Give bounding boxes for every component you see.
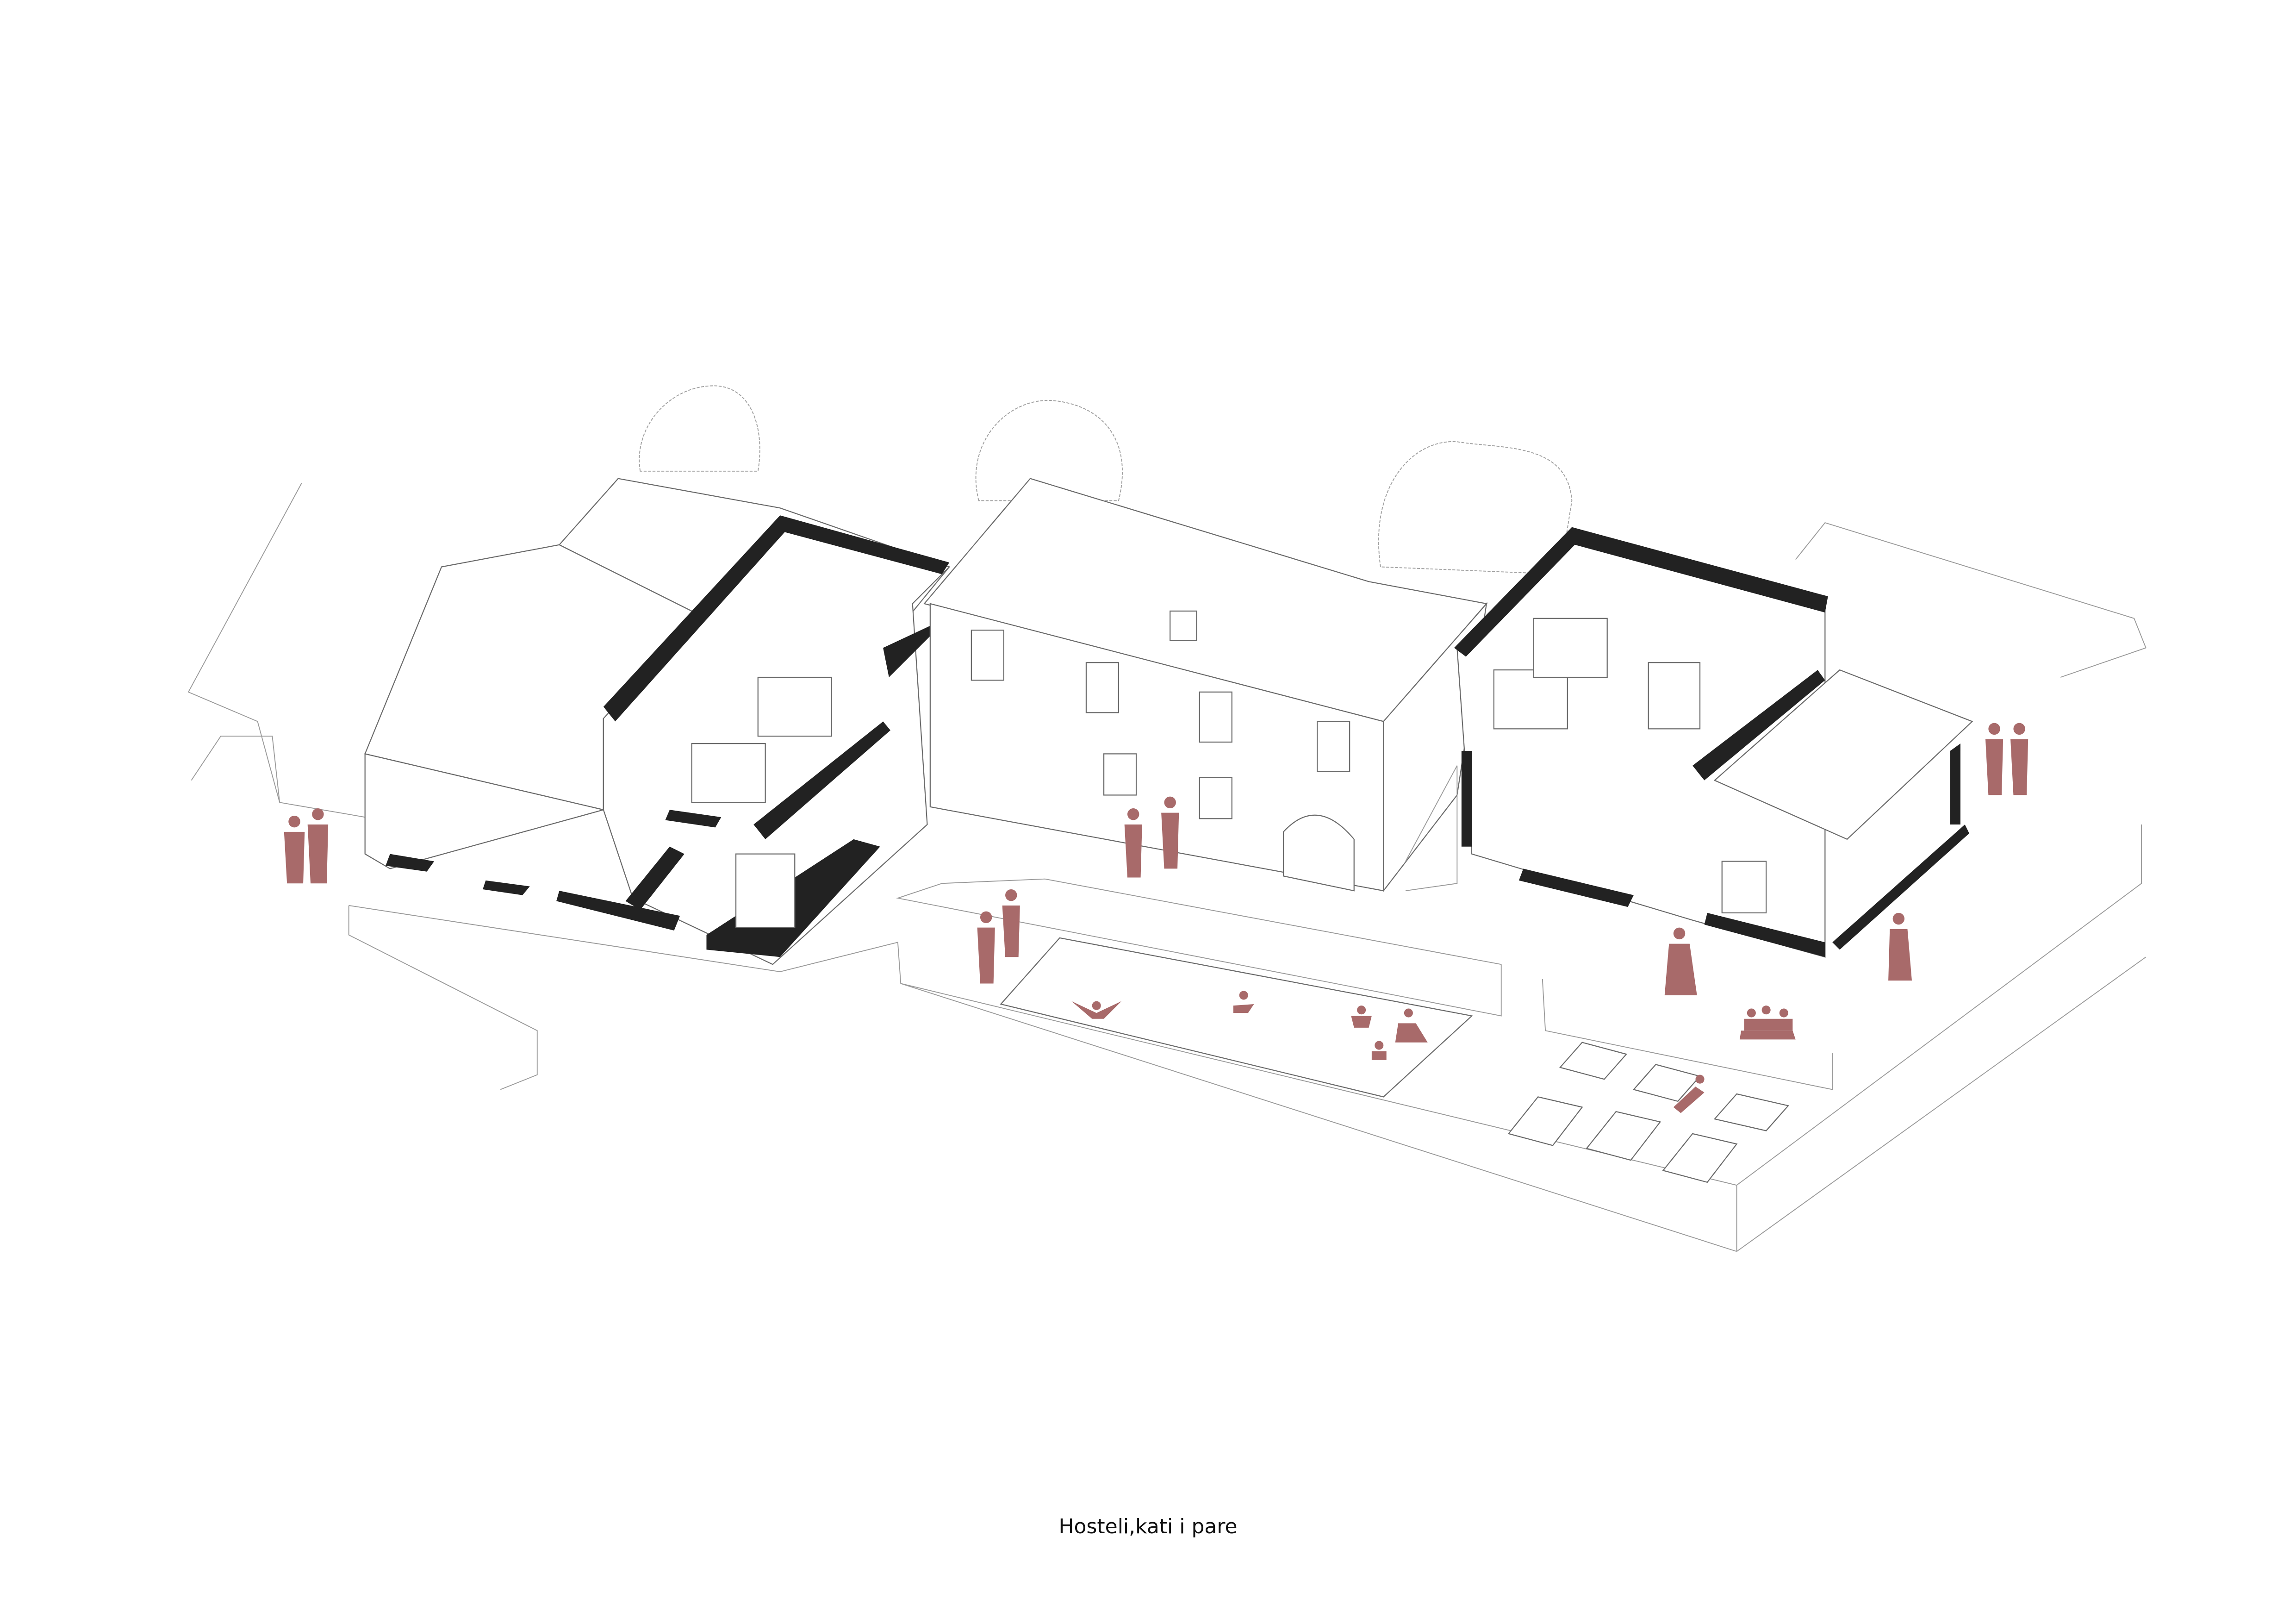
person: [1124, 808, 1142, 878]
sun-loungers: [1507, 1042, 1789, 1183]
left-building: [364, 478, 951, 965]
person: [1673, 1074, 1705, 1113]
person: [1371, 1041, 1387, 1060]
person: [1395, 1008, 1428, 1043]
person: [1233, 991, 1254, 1013]
person: [1664, 927, 1697, 995]
person: [1071, 1001, 1122, 1019]
person: [1888, 912, 1912, 981]
swimming-pool: [1000, 937, 1473, 1098]
trees: [639, 385, 1573, 575]
person: [307, 808, 329, 884]
person: [1351, 1006, 1372, 1028]
person: [1002, 889, 1020, 957]
drawing-caption: Hosteli,kati i pare: [1058, 1515, 1238, 1538]
person: [2010, 723, 2028, 795]
person-group: [1739, 1006, 1796, 1040]
people: [284, 723, 2028, 1113]
person: [977, 911, 995, 984]
person: [1161, 796, 1179, 869]
person: [1985, 723, 2004, 795]
tree: [639, 385, 760, 472]
tree: [975, 400, 1123, 501]
tree: [1378, 441, 1573, 575]
site-terrain: [188, 482, 2147, 1252]
right-building: [1405, 527, 1973, 958]
person: [284, 815, 305, 884]
